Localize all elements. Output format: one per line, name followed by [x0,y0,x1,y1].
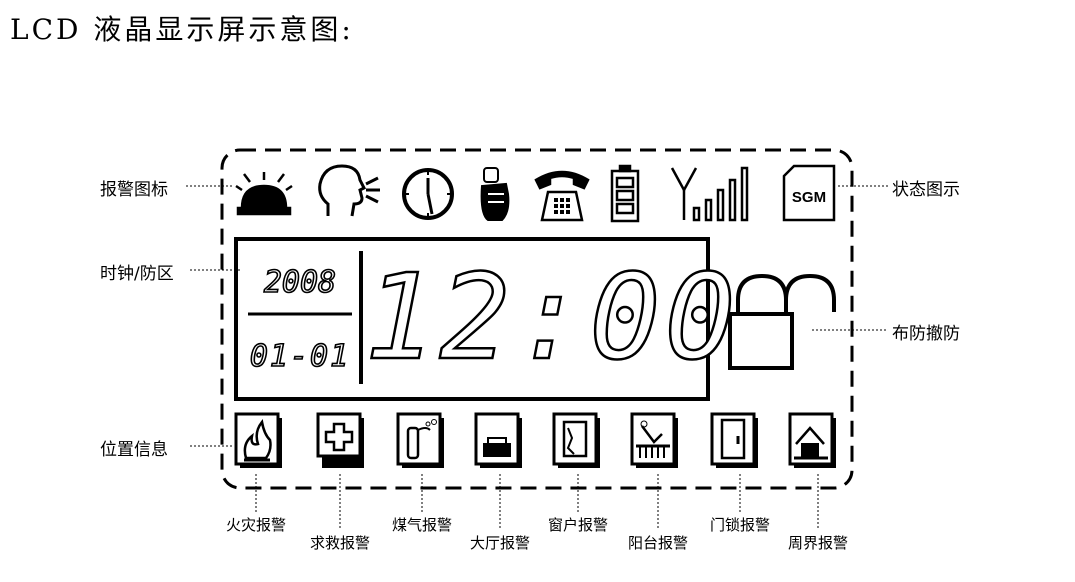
perimeter-icon [788,412,836,468]
sim-card-icon: SGM [782,164,836,222]
callout-arm-disarm: 布防撤防 [892,324,960,344]
lcd-frame [220,148,854,490]
label-perimeter-alarm: 周界报警 [787,534,849,552]
hand-icon [480,167,510,221]
time-display: 12:00 [364,248,739,386]
fire-icon [234,412,282,468]
gas-icon [396,412,444,468]
door-lock-icon [710,412,758,468]
hall-icon [474,412,522,468]
balcony-icon [630,412,678,468]
callout-status-icons: 状态图示 [892,180,960,200]
clock-icon [402,168,454,220]
callout-location-info: 位置信息 [100,440,168,460]
location-icons [234,412,836,468]
rescue-cross-icon [316,412,364,468]
label-hall-alarm: 大厅报警 [469,534,531,552]
sim-text: SGM [792,189,826,206]
telephone-icon [534,170,590,222]
label-gas-alarm: 煤气报警 [391,516,453,534]
year-display: 2008 [264,265,336,300]
page-title: LCD 液晶显示屏示意图: [10,13,354,46]
label-door-lock-alarm: 门锁报警 [709,516,771,534]
signal-icon [670,166,749,222]
voice-icon [318,164,380,217]
callout-clock-zone: 时钟/防区 [100,264,174,284]
callout-alarm-icons: 报警图标 [100,180,168,200]
bell-icon [235,172,293,216]
callout-lines [186,185,888,530]
label-balcony-alarm: 阳台报警 [627,534,689,552]
label-rescue-alarm: 求救报警 [309,534,371,552]
date-display: 01-01 [250,339,350,374]
label-window-alarm: 窗户报警 [547,516,609,534]
label-fire-alarm: 火灾报警 [225,516,287,534]
main-display [234,237,710,401]
battery-icon [610,164,640,223]
window-icon [552,412,600,468]
padlock-unlocked-icon [728,273,836,370]
